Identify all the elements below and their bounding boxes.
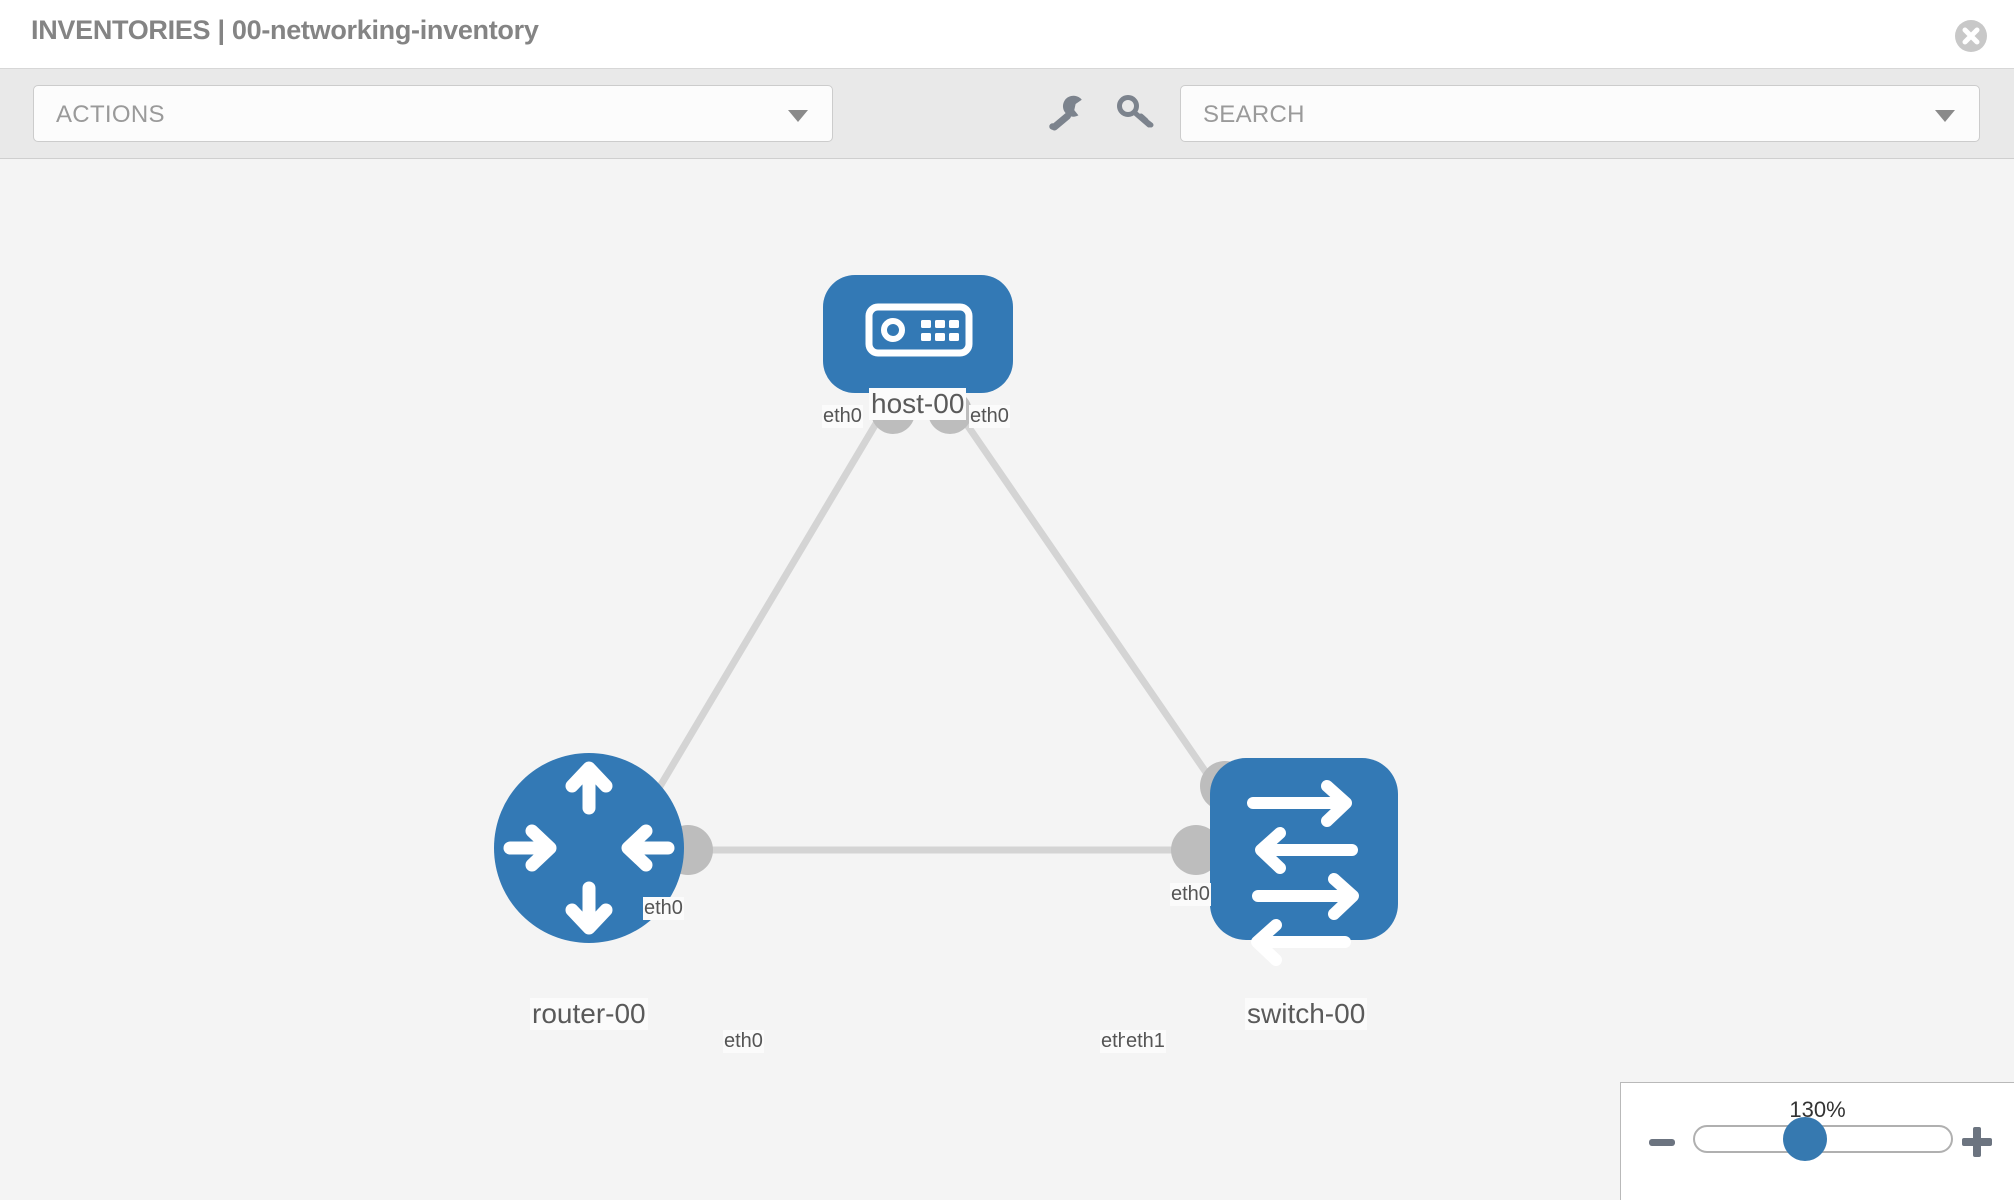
- zoom-level-label: 130%: [1789, 1097, 1846, 1122]
- chevron-down-icon: [788, 110, 808, 122]
- topology-canvas[interactable]: eth0 host-00 eth0 eth0 eth0 eth0 eth eth…: [0, 160, 2014, 1200]
- actions-dropdown-label: ACTIONS: [56, 101, 165, 128]
- zoom-in-button[interactable]: [1962, 1127, 1992, 1157]
- node-host-00[interactable]: [823, 275, 1013, 393]
- port-label: eth: [1100, 1030, 1130, 1053]
- port-label: eth0: [969, 405, 1010, 428]
- node-label-host-00: host-00: [869, 388, 967, 420]
- port-label: eth0: [1170, 883, 1211, 906]
- search-input[interactable]: SEARCH: [1180, 85, 1980, 142]
- page-title: INVENTORIES | 00-networking-inventory: [31, 15, 539, 45]
- node-label-switch-00: switch-00: [1245, 998, 1368, 1030]
- search-placeholder: SEARCH: [1203, 101, 1305, 128]
- page-header: INVENTORIES | 00-networking-inventory: [0, 0, 2014, 69]
- zoom-out-button[interactable]: [1649, 1139, 1675, 1146]
- port-label: eth1: [1125, 1030, 1166, 1053]
- zoom-control-panel: 130%: [1620, 1082, 2014, 1200]
- close-icon[interactable]: [1955, 20, 1987, 52]
- node-router-00[interactable]: [494, 753, 684, 943]
- zoom-slider-thumb[interactable]: [1783, 1117, 1827, 1161]
- link-host-switch: [947, 398, 1228, 802]
- link-host-router: [636, 398, 894, 822]
- key-icon[interactable]: [1112, 90, 1158, 136]
- port-label: eth0: [643, 897, 684, 920]
- port-circle: [1171, 825, 1221, 875]
- node-switch-00[interactable]: [1210, 758, 1398, 966]
- node-label-router-00: router-00: [530, 998, 648, 1030]
- port-label: eth0: [723, 1030, 764, 1053]
- topology-graph: [494, 275, 1398, 966]
- actions-dropdown[interactable]: ACTIONS: [33, 85, 833, 142]
- chevron-down-icon: [1935, 110, 1955, 122]
- port-label: eth0: [822, 405, 863, 428]
- wrench-icon[interactable]: [1043, 90, 1089, 136]
